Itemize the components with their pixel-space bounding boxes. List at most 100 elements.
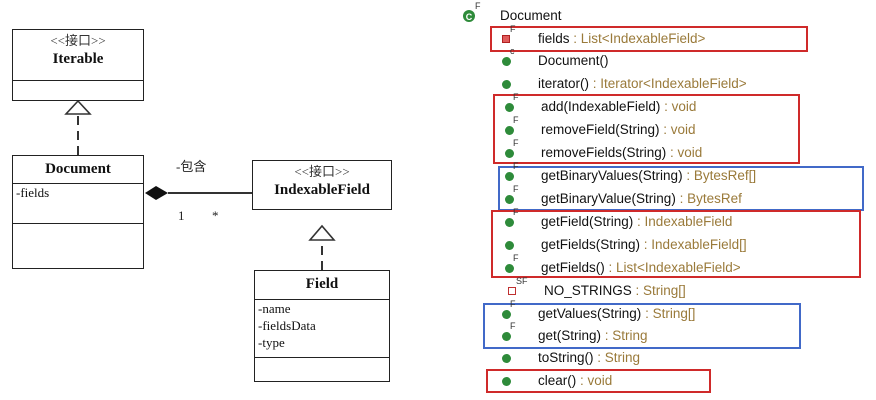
public-method-icon: F [503, 161, 519, 186]
attribute-section [13, 80, 143, 100]
public-method-icon [500, 348, 514, 368]
class-name: Document [45, 161, 111, 177]
method-section [13, 223, 143, 267]
multiplicity-right: * [212, 208, 219, 223]
public-method-icon [500, 74, 514, 94]
member-name: NO_STRINGS [544, 283, 632, 298]
highlight-box-getfield-methods [491, 210, 861, 278]
member-name: getFields() [541, 260, 605, 275]
modifier-badge: F [513, 207, 519, 217]
member-label: removeFields(String) : void [541, 143, 702, 163]
member-type: : void [660, 99, 697, 114]
modifier-badge: F [510, 299, 516, 309]
member-type: : void [576, 373, 613, 388]
highlight-box-clear [486, 369, 711, 393]
member-name: getValues(String) [538, 306, 642, 321]
public-method-icon [503, 235, 517, 255]
public-method-icon: F [503, 115, 519, 140]
member-label: getField(String) : IndexableField [541, 212, 732, 232]
modifier-badge: c [510, 46, 515, 56]
member-type: : BytesRef [675, 191, 742, 206]
member-name: toString() [538, 350, 594, 365]
modifier-badge: F [510, 321, 516, 331]
public-method-icon [500, 371, 514, 391]
modifier-badge: F [513, 161, 519, 171]
association-label: -包含 [176, 159, 207, 174]
uml-class-document: Document -fields [12, 155, 144, 269]
member-type: : IndexableField[] [640, 237, 747, 252]
member-type: : BytesRef[] [682, 168, 757, 183]
composition-diamond [145, 186, 168, 200]
member-name: get(String) [538, 328, 602, 343]
member-type: : String[] [631, 283, 686, 298]
public-method-icon: F [503, 138, 519, 163]
attribute: -fields [16, 185, 50, 200]
member-name: Document() [538, 53, 609, 68]
modifier-badge: SF [516, 276, 528, 286]
public-method-icon: F [500, 299, 516, 324]
member-label: getValues(String) : String[] [538, 304, 695, 324]
highlight-box-value-methods [483, 303, 801, 349]
member-name: removeField(String) [541, 122, 660, 137]
stereotype-label: <<接口>> [294, 164, 350, 179]
member-label: getBinaryValue(String) : BytesRef [541, 189, 742, 209]
member-type: : void [659, 122, 696, 137]
modifier-badge: F [513, 253, 519, 263]
uml-class-field: Field -name -fieldsData -type [254, 270, 390, 382]
modifier-badge: F [510, 24, 516, 34]
public-method-icon: F [500, 321, 516, 346]
attribute-section: -name -fieldsData -type [255, 299, 389, 357]
static-field-icon: SF [506, 276, 528, 301]
member-type: : Iterator<IndexableField> [589, 76, 747, 91]
realization-arrowhead-iterable [64, 99, 92, 115]
modifier-badge: F [513, 184, 519, 194]
member-type: : IndexableField [633, 214, 733, 229]
member-label: toString() : String [538, 348, 640, 368]
attribute: -fieldsData [258, 318, 316, 333]
member-label: getBinaryValues(String) : BytesRef[] [541, 166, 756, 186]
member-name: getFields(String) [541, 237, 641, 252]
attribute: -name [258, 301, 291, 316]
member-label: fields : List<IndexableField> [538, 29, 705, 49]
outline-root-label: Document [500, 8, 562, 23]
member-name: getBinaryValues(String) [541, 168, 683, 183]
multiplicity-left: 1 [178, 208, 185, 223]
realization-arrowhead-indexable [308, 224, 336, 241]
member-name: fields [538, 31, 570, 46]
member-label: removeField(String) : void [541, 120, 696, 140]
class-name: Field [305, 276, 339, 292]
member-type: : String [601, 328, 648, 343]
member-name: getBinaryValue(String) [541, 191, 676, 206]
member-label: NO_STRINGS : String[] [544, 281, 686, 301]
member-label: Document() [538, 51, 609, 71]
modifier-badge: F [513, 115, 519, 125]
class-icon: C F [462, 1, 481, 26]
attribute: -type [258, 335, 285, 350]
method-section [255, 357, 389, 380]
member-label: get(String) : String [538, 326, 648, 346]
uml-class-indexable-field: <<接口>> IndexableField [252, 160, 392, 210]
public-method-icon: F [503, 253, 519, 278]
private-field-icon: F [500, 24, 516, 49]
member-label: getFields() : List<IndexableField> [541, 258, 741, 278]
member-label: getFields(String) : IndexableField[] [541, 235, 747, 255]
member-name: getField(String) [541, 214, 634, 229]
member-name: clear() [538, 373, 577, 388]
member-type: : String [593, 350, 641, 365]
uml-class-iterable: <<接口>> Iterable [12, 29, 144, 101]
member-label: iterator() : Iterator<IndexableField> [538, 74, 747, 94]
class-name: Iterable [52, 51, 104, 67]
svg-text:C: C [466, 12, 473, 22]
constructor-icon: c [500, 46, 515, 71]
member-type: : List<IndexableField> [569, 31, 706, 46]
uml-connectors [64, 99, 336, 270]
member-type: : void [666, 145, 703, 160]
modifier-badge: F [513, 92, 519, 102]
public-method-icon: F [503, 184, 519, 209]
member-name: add(IndexableField) [541, 99, 661, 114]
highlight-box-modify-methods [493, 94, 800, 164]
member-type: : String[] [641, 306, 696, 321]
member-name: iterator() [538, 76, 590, 91]
member-label: clear() : void [538, 371, 612, 391]
